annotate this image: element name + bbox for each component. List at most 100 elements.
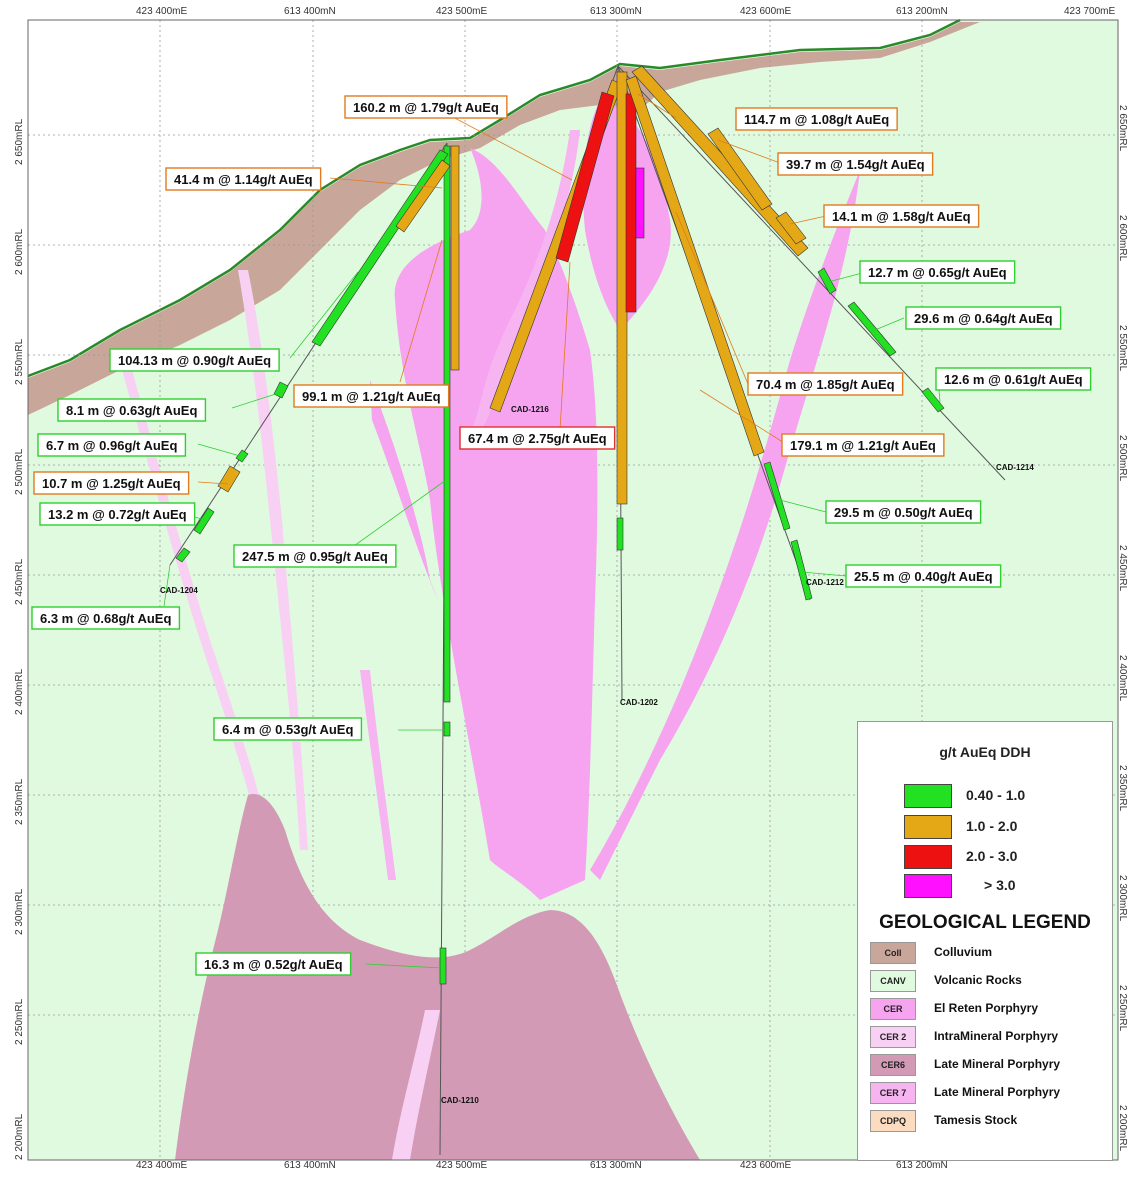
intercept-label: 39.7 m @ 1.54g/t AuEq bbox=[777, 152, 934, 176]
el-reten-porphyry-dike-right bbox=[590, 170, 860, 880]
intercept-label: 6.3 m @ 0.68g/t AuEq bbox=[31, 606, 181, 630]
geo-legend-item: CER6 Late Mineral Porphyry bbox=[870, 1054, 1110, 1076]
grade-legend-item: 1.0 - 2.0 bbox=[904, 815, 1104, 839]
top-axis-label: 423 500mE bbox=[436, 6, 487, 17]
geo-legend-label: El Reten Porphyry bbox=[934, 1001, 1039, 1015]
intercept-label-text: 179.1 m @ 1.21g/t AuEq bbox=[790, 438, 936, 453]
right-axis-label: 2 450mRL bbox=[1117, 545, 1128, 592]
intercept-label: 114.7 m @ 1.08g/t AuEq bbox=[735, 107, 898, 131]
geo-legend-label: Late Mineral Porphyry bbox=[934, 1057, 1061, 1071]
leader-lines-green bbox=[163, 271, 941, 969]
grade-swatch bbox=[904, 845, 952, 869]
intercept-label-text: 16.3 m @ 0.52g/t AuEq bbox=[204, 957, 343, 972]
top-axis-label: 613 400mN bbox=[284, 6, 336, 17]
geo-legend-item: CER 7 Late Mineral Porphyry bbox=[870, 1082, 1110, 1104]
el-reten-porphyry-dike-left bbox=[370, 380, 438, 600]
geological-legend-title: GEOLOGICAL LEGEND bbox=[879, 912, 1091, 933]
grade-legend-item: 0.40 - 1.0 bbox=[904, 784, 1104, 808]
geo-swatch: CER 7 bbox=[870, 1082, 916, 1104]
geo-legend-label: Colluvium bbox=[934, 945, 993, 959]
intercept-label: 160.2 m @ 1.79g/t AuEq bbox=[344, 95, 508, 119]
intercept-label: 29.5 m @ 0.50g/t AuEq bbox=[825, 500, 982, 524]
intercept-label: 99.1 m @ 1.21g/t AuEq bbox=[293, 384, 450, 408]
intercept-label: 247.5 m @ 0.95g/t AuEq bbox=[233, 544, 397, 568]
intercept-label: 8.1 m @ 0.63g/t AuEq bbox=[57, 398, 207, 422]
bottom-axis-label: 613 300mN bbox=[590, 1160, 642, 1171]
intercept-label-box bbox=[109, 348, 280, 372]
drillhole-label-cad-1214: CAD-1214 bbox=[996, 463, 1034, 472]
intercept-label-box bbox=[777, 152, 934, 176]
left-axis-label: 2 200mRL bbox=[14, 1113, 25, 1160]
drillhole-label-cad-1216: CAD-1216 bbox=[511, 405, 549, 414]
intercept-label: 70.4 m @ 1.85g/t AuEq bbox=[747, 372, 904, 396]
intercept-label-text: 6.7 m @ 0.96g/t AuEq bbox=[46, 438, 177, 453]
intercept-label: 179.1 m @ 1.21g/t AuEq bbox=[781, 433, 945, 457]
right-axis-label: 2 400mRL bbox=[1117, 655, 1128, 702]
left-axis-label: 2 450mRL bbox=[14, 558, 25, 605]
intercept-label-box bbox=[195, 952, 352, 976]
drillhole-label-cad-1210: CAD-1210 bbox=[441, 1096, 479, 1105]
grade-legend-title: g/t AuEq DDH bbox=[939, 744, 1031, 760]
intercept-label-text: 29.6 m @ 0.64g/t AuEq bbox=[914, 311, 1053, 326]
intercept-label: 67.4 m @ 2.75g/t AuEq bbox=[459, 426, 616, 450]
top-axis-label: 613 300mN bbox=[590, 6, 642, 17]
intercept-label: 13.2 m @ 0.72g/t AuEq bbox=[39, 502, 196, 526]
intercept-label-box bbox=[935, 367, 1092, 391]
intercept-label-text: 13.2 m @ 0.72g/t AuEq bbox=[48, 507, 187, 522]
intercept-label-text: 104.13 m @ 0.90g/t AuEq bbox=[118, 353, 271, 368]
late-mineral-porphyry-dike-3 bbox=[360, 670, 396, 880]
bottom-axis-label: 423 600mE bbox=[740, 1160, 791, 1171]
intercept-label-box bbox=[39, 502, 196, 526]
bottom-axis-label: 423 500mE bbox=[436, 1160, 487, 1171]
left-axis-label: 2 350mRL bbox=[14, 778, 25, 825]
drillhole-label-cad-1202: CAD-1202 bbox=[620, 698, 658, 707]
intercept-label: 25.5 m @ 0.40g/t AuEq bbox=[845, 564, 1002, 588]
intercept-label-text: 25.5 m @ 0.40g/t AuEq bbox=[854, 569, 993, 584]
intercept-label-box bbox=[747, 372, 904, 396]
right-axis-label: 2 200mRL bbox=[1117, 1105, 1128, 1152]
intercept-label: 104.13 m @ 0.90g/t AuEq bbox=[109, 348, 280, 372]
left-axis-label: 2 400mRL bbox=[14, 668, 25, 715]
geo-swatch: CER bbox=[870, 998, 916, 1020]
geo-swatch: CDPQ bbox=[870, 1110, 916, 1132]
geo-legend-label: Late Mineral Porphyry bbox=[934, 1085, 1061, 1099]
geo-legend-item: CANV Volcanic Rocks bbox=[870, 970, 1110, 992]
intercept-label: 6.7 m @ 0.96g/t AuEq bbox=[37, 433, 187, 457]
topography-line bbox=[27, 18, 961, 378]
intercept-label-box bbox=[735, 107, 898, 131]
intercept-label: 12.7 m @ 0.65g/t AuEq bbox=[859, 260, 1016, 284]
intercept-label-text: 29.5 m @ 0.50g/t AuEq bbox=[834, 505, 973, 520]
left-axis-label: 2 550mRL bbox=[14, 338, 25, 385]
top-axis-label: 613 200mN bbox=[896, 6, 948, 17]
geo-legend-label: Volcanic Rocks bbox=[934, 973, 1022, 987]
map-frame bbox=[27, 19, 1119, 1161]
grade-legend-item: 2.0 - 3.0 bbox=[904, 845, 1104, 869]
left-axis-label: 2 500mRL bbox=[14, 448, 25, 495]
intercept-label-box bbox=[57, 398, 207, 422]
grade-legend-label: 1.0 - 2.0 bbox=[966, 818, 1018, 834]
intercept-label-box bbox=[165, 167, 322, 191]
right-axis-label: 2 250mRL bbox=[1117, 985, 1128, 1032]
intercept-label: 29.6 m @ 0.64g/t AuEq bbox=[905, 306, 1062, 330]
intercept-label-text: 67.4 m @ 2.75g/t AuEq bbox=[468, 431, 607, 446]
intercept-label: 10.7 m @ 1.25g/t AuEq bbox=[33, 471, 190, 495]
intercept-label-box bbox=[825, 500, 982, 524]
grade-swatch bbox=[904, 874, 952, 898]
intercept-label-text: 12.7 m @ 0.65g/t AuEq bbox=[868, 265, 1007, 280]
geo-swatch: CER6 bbox=[870, 1054, 916, 1076]
right-axis-label: 2 650mRL bbox=[1117, 105, 1128, 152]
top-axis-label: 423 400mE bbox=[136, 6, 187, 17]
intercept-label-box bbox=[37, 433, 187, 457]
intercept-label-text: 8.1 m @ 0.63g/t AuEq bbox=[66, 403, 197, 418]
left-axis-label: 2 300mRL bbox=[14, 888, 25, 935]
grade-legend-label: 2.0 - 3.0 bbox=[966, 848, 1018, 864]
intercept-label-box bbox=[905, 306, 1062, 330]
geo-legend-item: Coll Colluvium bbox=[870, 942, 1110, 964]
intercept-label-box bbox=[845, 564, 1002, 588]
intercept-label-box bbox=[459, 426, 616, 450]
right-axis-label: 2 550mRL bbox=[1117, 325, 1128, 372]
right-axis-label: 2 350mRL bbox=[1117, 765, 1128, 812]
intercept-label: 14.1 m @ 1.58g/t AuEq bbox=[823, 204, 980, 228]
left-axis-label: 2 600mRL bbox=[14, 228, 25, 275]
